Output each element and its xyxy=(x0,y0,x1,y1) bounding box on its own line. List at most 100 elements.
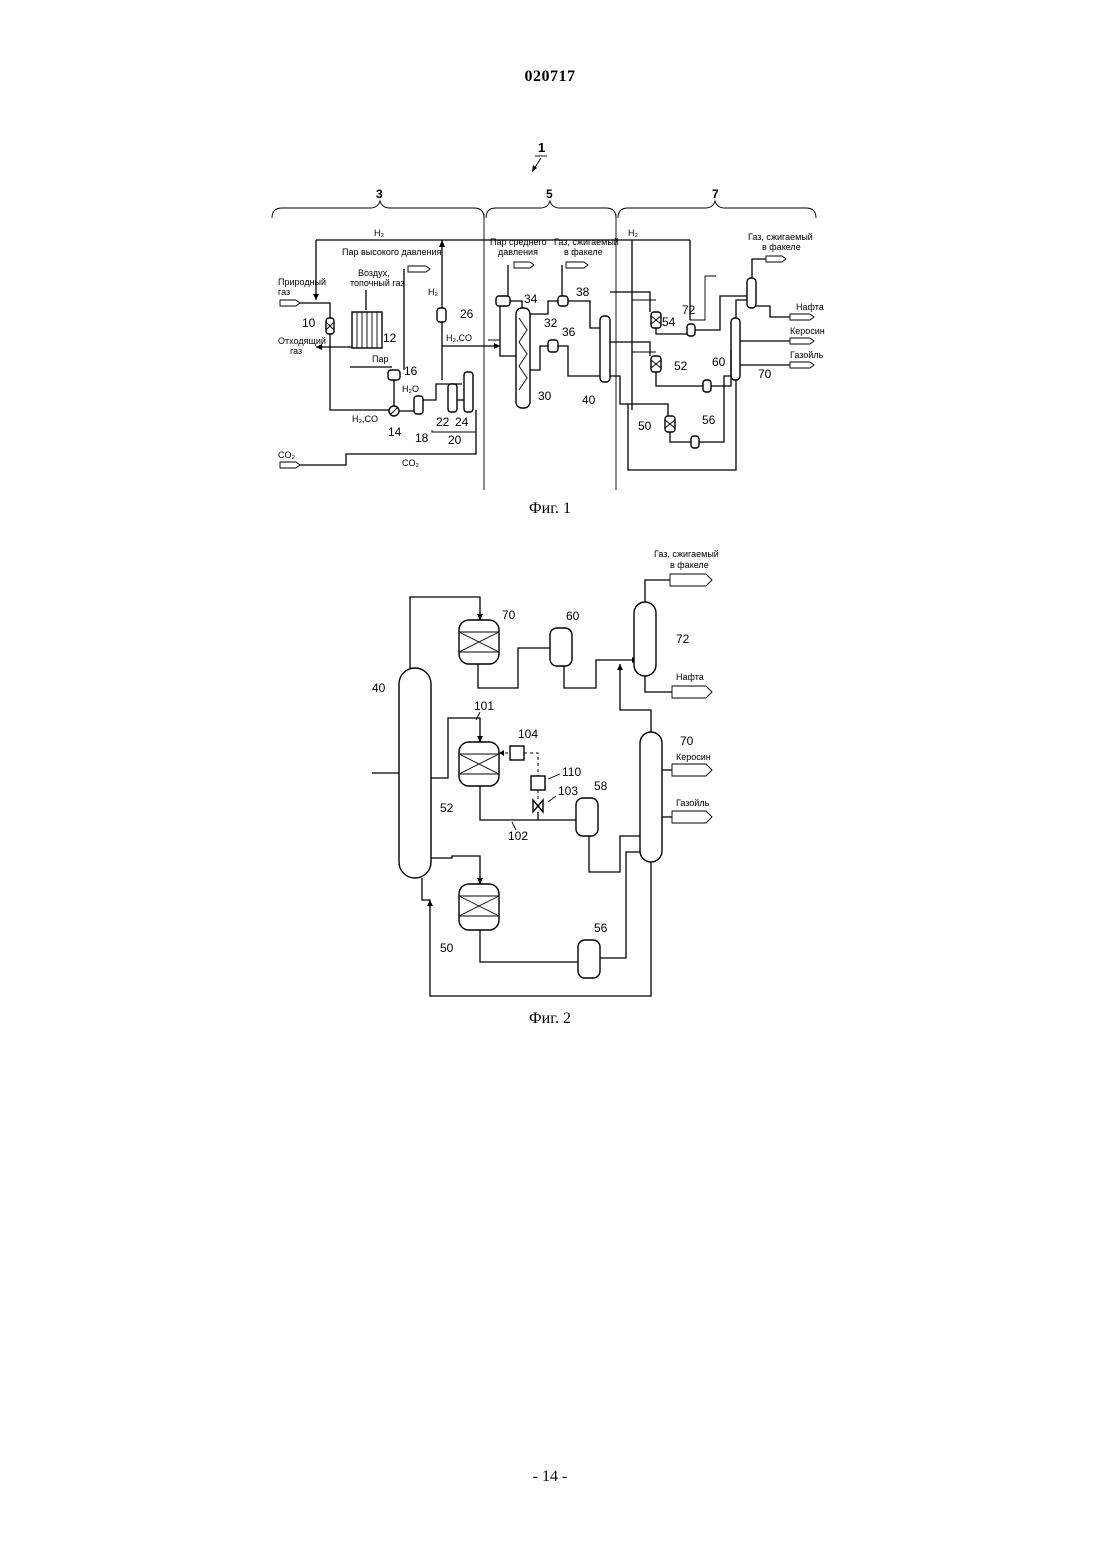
bottom-to-50 xyxy=(431,856,480,884)
fig2-label-flare-2: в факеле xyxy=(670,560,709,570)
fig2-num-101: 101 xyxy=(474,699,494,713)
fig2-naphtha-outlet xyxy=(672,686,712,698)
num-24: 24 xyxy=(455,415,469,429)
naphtha-line xyxy=(756,306,790,317)
figure-2-caption: Фиг. 2 xyxy=(0,1010,1100,1028)
label-natural-gas-1: Природный xyxy=(278,277,326,287)
leader-103 xyxy=(548,796,556,802)
num-70: 70 xyxy=(758,367,772,381)
separator-36 xyxy=(548,340,558,352)
label-h2-mid: H₂ xyxy=(428,287,438,297)
fig2-num-110: 110 xyxy=(562,765,581,779)
fig2-num-60: 60 xyxy=(566,609,580,623)
fractionator-72 xyxy=(634,602,656,676)
label-flare-a-1: Газ, сжигаемый xyxy=(554,237,619,247)
natural-gas-inlet xyxy=(280,300,300,306)
label-co2-left: CO₂ xyxy=(278,450,296,460)
separator-58 xyxy=(576,798,598,836)
reactor-to-36 xyxy=(530,346,548,370)
label-air-fuel-2: топочный газ xyxy=(350,278,404,288)
arrowhead xyxy=(617,664,623,670)
frac-bottom-line xyxy=(610,376,668,416)
label-h2co-low: H₂,CO xyxy=(352,414,378,424)
waste-heat-boiler-16 xyxy=(388,370,400,380)
separator-38 xyxy=(558,296,568,306)
fig2-num-70: 70 xyxy=(680,734,694,748)
steam-hp-outlet xyxy=(408,266,430,272)
arrowhead xyxy=(494,343,500,349)
52-to-58 xyxy=(656,372,703,386)
steam-mp-outlet xyxy=(514,262,534,268)
label-natural-gas-2: газ xyxy=(278,287,290,297)
num-22: 22 xyxy=(436,415,450,429)
fig1-ref-main: 1 xyxy=(538,140,545,155)
38-to-fractionator xyxy=(568,301,604,328)
brace-section-5 xyxy=(486,201,616,218)
label-h2-top: H₂ xyxy=(374,228,384,238)
gasoil-outlet xyxy=(790,362,814,368)
separator-56 xyxy=(691,436,699,448)
steam-drum-34 xyxy=(496,296,510,306)
kerosene-outlet xyxy=(790,338,814,344)
hydrogen-separator-26 xyxy=(437,308,446,322)
regenerator-24 xyxy=(464,372,473,412)
drum-to-reactor xyxy=(510,301,522,308)
50-to-56 xyxy=(670,432,691,442)
arrowhead xyxy=(499,750,504,756)
num-26: 26 xyxy=(460,307,474,321)
72-overhead xyxy=(645,580,670,602)
separator-56 xyxy=(578,940,600,978)
flare-a-outlet xyxy=(566,262,588,268)
num-14: 14 xyxy=(388,425,402,439)
meter-110 xyxy=(531,776,545,790)
label-flare-b-1: Газ, сжигаемый xyxy=(748,232,813,242)
label-steam-medium-2: давления xyxy=(498,247,538,257)
num-52: 52 xyxy=(674,359,688,373)
fractionator-72 xyxy=(747,278,756,308)
arrowhead xyxy=(439,240,445,247)
num-36: 36 xyxy=(562,325,576,339)
label-off-gas-1: Отходящий xyxy=(278,336,326,346)
label-steam-medium-1: Пар среднего xyxy=(490,237,547,247)
reactor-30 xyxy=(516,308,530,408)
naphtha-outlet xyxy=(790,314,814,320)
separator-60 xyxy=(687,324,695,336)
figure-1-caption: Фиг. 1 xyxy=(0,500,1100,518)
arrowhead xyxy=(477,878,483,884)
fig2-num-104: 104 xyxy=(518,727,538,741)
72-bottoms xyxy=(645,676,672,692)
num-18: 18 xyxy=(415,431,429,445)
fig2-label-naphtha: Нафта xyxy=(676,672,704,682)
num-50: 50 xyxy=(638,419,652,433)
fig2-kerosene-outlet xyxy=(672,764,712,776)
70-to-72 xyxy=(736,300,747,318)
label-h2co-mid: H₂,CO xyxy=(446,333,472,343)
fractionator-40 xyxy=(600,316,610,382)
fig2-label-kerosene: Керосин xyxy=(676,752,711,762)
reactor-50 xyxy=(459,884,499,930)
label-kerosene: Керосин xyxy=(790,326,825,336)
num-12: 12 xyxy=(383,331,397,345)
fig2-label-flare-1: Газ, сжигаемый xyxy=(654,549,719,559)
label-off-gas-2: газ xyxy=(290,346,302,356)
label-h2-right: H₂ xyxy=(628,228,638,238)
58-to-70 xyxy=(589,836,640,872)
label-steam-high: Пар высокого давления xyxy=(342,247,442,257)
label-flare-a-2: в факеле xyxy=(564,247,603,257)
fig2-num-52: 52 xyxy=(440,801,454,815)
num-10: 10 xyxy=(302,316,316,330)
fig2-num-72: 72 xyxy=(676,632,690,646)
fig2-num-40: 40 xyxy=(372,681,386,695)
fractionator-70 xyxy=(640,732,662,862)
brace-section-3 xyxy=(272,201,484,218)
fractionator-40 xyxy=(399,668,431,878)
num-54: 54 xyxy=(662,315,676,329)
bracket-20 xyxy=(432,430,476,432)
separator-60 xyxy=(550,628,572,666)
num-60: 72 xyxy=(682,303,696,317)
label-flare-b-2: в факеле xyxy=(762,242,801,252)
drum-loop xyxy=(500,306,516,356)
separator-18 xyxy=(414,396,423,414)
fig2-label-gasoil: Газойль xyxy=(676,798,710,808)
